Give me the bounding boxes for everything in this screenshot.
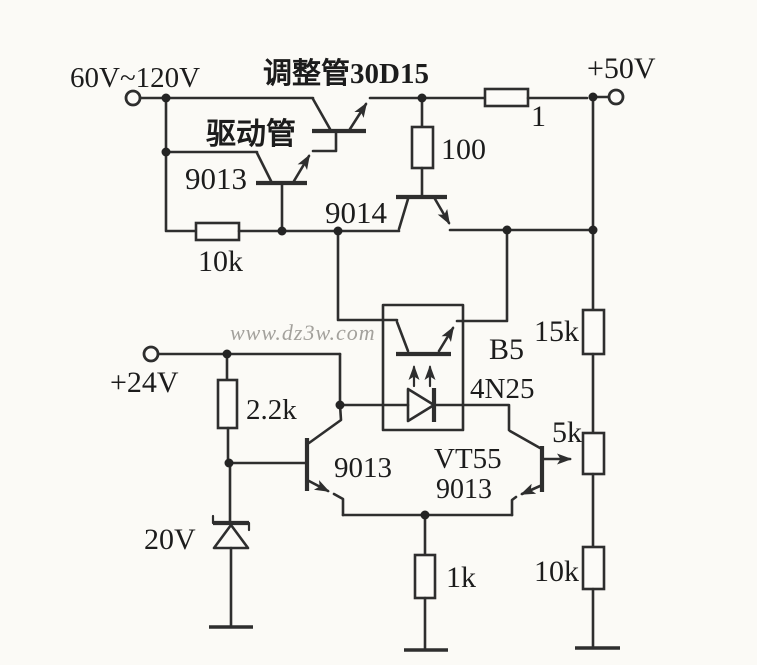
junction-dot — [420, 510, 430, 520]
output-terminal-circle — [607, 88, 625, 106]
junction-dot — [335, 400, 345, 410]
potentiometer-5k: 5k — [542, 416, 606, 476]
resistor-15k-divider-top: 15k — [534, 308, 606, 356]
resistor-10k-value: 10k — [198, 245, 243, 278]
pass-transistor-base-lead — [311, 131, 338, 153]
junction-dot — [161, 93, 171, 103]
left-rail-wire — [164, 96, 198, 233]
junction-dot — [588, 92, 598, 102]
pair-right-collector — [508, 429, 542, 450]
output-terminal: +50V — [587, 52, 656, 106]
junction-dot — [417, 93, 427, 103]
resistor-2.2k-value: 2.2k — [246, 394, 297, 426]
protection-transistor-9014: 9014 — [325, 194, 451, 231]
optocoupler-4N25: B5 4N25 — [336, 228, 534, 432]
pass-transistor-30D15: 调整管30D15 — [263, 56, 429, 153]
protection-model-label: 9014 — [325, 195, 388, 230]
junction-dot — [333, 226, 343, 236]
pair-designator-label: VT55 — [434, 443, 502, 475]
aux-supply-terminal: +24V — [110, 345, 179, 399]
pair-right-emitter-arrow — [520, 483, 542, 496]
junction-dots — [161, 92, 598, 520]
zener-diode-20v: 20V — [144, 461, 253, 629]
pair-left-emitter-arrow — [307, 479, 330, 493]
resistor-1k-value: 1k — [446, 561, 476, 594]
junction-dot — [222, 349, 232, 359]
driver-emitter-arrow — [292, 154, 311, 183]
resistor-100-body — [410, 125, 435, 170]
junction-dot — [224, 458, 234, 468]
optocoupler-package-box — [381, 303, 465, 432]
resistor-100-value: 100 — [441, 133, 486, 166]
led-triangle — [406, 387, 436, 423]
resistor-1-body — [483, 87, 530, 108]
resistor-10k-bottom-value: 10k — [534, 555, 579, 588]
junction-dot — [588, 225, 598, 235]
protection-emitter-arrow — [433, 197, 451, 225]
resistor-1-current-sense: 1 — [483, 87, 589, 133]
resistor-2.2k-led-bias: 2.2k — [216, 352, 297, 465]
diff-pair-left-9013: 9013 — [227, 403, 392, 517]
zener-triangle — [212, 523, 250, 550]
protection-collector — [397, 197, 410, 231]
pass-transistor-collector — [311, 97, 332, 131]
resistor-10k-divider-bottom: 10k — [534, 545, 606, 591]
resistor-15k-value: 15k — [534, 315, 579, 348]
driver-transistor-9013: 驱动管 9013 — [164, 118, 311, 233]
opto-collector-drop-wire — [336, 229, 399, 322]
driver-model-label: 9013 — [185, 161, 247, 196]
junction-dot — [277, 226, 287, 236]
resistor-1-value: 1 — [531, 100, 546, 133]
opto-emitter-drop-wire — [455, 228, 509, 323]
driver-title: 驱动管 — [206, 118, 296, 151]
junction-dot — [161, 147, 171, 157]
diff-pair-right-9013: VT55 9013 — [434, 429, 545, 517]
input-terminal: 60V~120V — [70, 62, 200, 107]
potentiometer-5k-value: 5k — [552, 416, 582, 449]
resistor-1k-body — [413, 553, 437, 600]
resistor-10k-body — [194, 221, 241, 242]
potentiometer-5k-body — [581, 431, 606, 476]
resistor-10k-bottom-body — [581, 545, 606, 591]
resistor-1k-tail: 1k — [404, 513, 476, 652]
opto-designator-label: B5 — [489, 333, 524, 366]
opto-model-label: 4N25 — [470, 373, 534, 405]
watermark-text: www.dz3w.com — [230, 320, 376, 345]
aux-terminal-circle — [142, 345, 160, 363]
input-voltage-label: 60V~120V — [70, 62, 200, 94]
pass-transistor-title: 调整管30D15 — [263, 56, 429, 90]
pair-right-emitter-lead — [510, 495, 518, 517]
pass-transistor-emitter-arrow — [348, 102, 368, 131]
pair-left-model-label: 9013 — [334, 452, 392, 484]
pair-left-emitter-lead — [332, 492, 345, 517]
pair-right-model-label: 9013 — [436, 474, 492, 505]
pair-left-collector — [307, 403, 343, 445]
output-voltage-label: +50V — [587, 52, 656, 85]
resistor-15k-body — [581, 308, 606, 356]
resistor-2.2k-body — [216, 378, 239, 430]
zener-value-label: 20V — [144, 523, 196, 556]
phototransistor-collector — [395, 320, 410, 353]
resistor-100: 100 — [410, 96, 486, 198]
junction-dot — [502, 225, 512, 235]
phototransistor-emitter-arrow — [437, 326, 455, 353]
aux-voltage-label: +24V — [110, 366, 179, 399]
resistor-10k-base-feed: 10k — [194, 221, 243, 278]
led-cathode-wire — [432, 403, 511, 432]
driver-collector — [255, 151, 273, 183]
